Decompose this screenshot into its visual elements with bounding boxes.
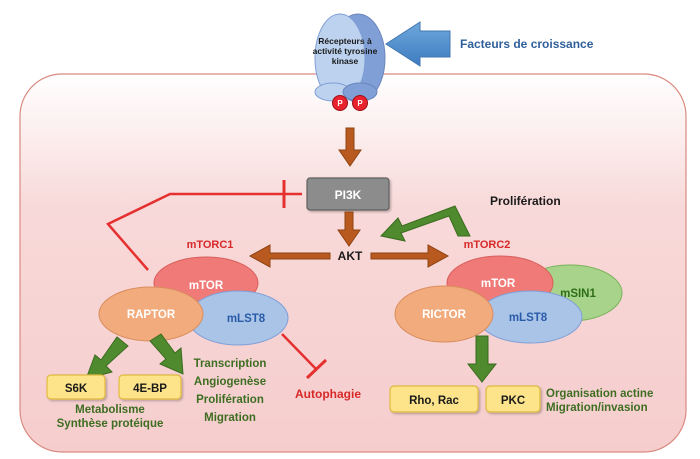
mtorc1-complex: mTORC1 mTOR mLST8 RAPTOR <box>98 239 289 346</box>
transcription-line1: Transcription <box>194 358 267 370</box>
transcription-line4: Migration <box>204 412 256 424</box>
receptor-label-line3: kinase <box>332 56 359 66</box>
s6k-box <box>46 374 106 400</box>
growth-factors-label: Facteurs de croissance <box>460 37 594 51</box>
msin1-label: mSIN1 <box>560 288 596 300</box>
receptor-to-pi3k-arrow <box>338 127 362 167</box>
rho-rac-box <box>389 385 479 413</box>
actin-line2: Migration/invasion <box>546 402 648 414</box>
phospho-label-left: P <box>337 99 343 108</box>
pi3k-label: PI3K <box>335 188 362 202</box>
rho-rac-label: Rho, Rac <box>409 395 459 407</box>
mtorc2-mtor-label: mTOR <box>481 278 516 290</box>
mtorc1-mlst8-label: mLST8 <box>227 313 266 325</box>
metabolism-line2: Synthèse protéique <box>57 418 164 430</box>
metabolism-line1: Metabolisme <box>75 404 145 416</box>
receptor-group: P P Récepteurs à activité tyrosine kinas… <box>313 13 386 111</box>
mtorc2-title: mTORC2 <box>464 239 511 251</box>
phospho-site-right <box>352 95 368 111</box>
4ebp-label: 4E-BP <box>133 383 167 395</box>
transcription-line3: Prolifération <box>196 394 264 406</box>
autophagy-label: Autophagie <box>295 387 361 401</box>
mtorc1-mtor-label: mTOR <box>189 280 224 292</box>
mtorc2-mlst8-label: mLST8 <box>509 312 548 324</box>
akt-to-mtorc1-arrow <box>248 244 331 268</box>
pi3k-box <box>306 177 390 211</box>
akt-label: AKT <box>338 249 363 263</box>
mtorc1-title: mTORC1 <box>187 239 234 251</box>
pkc-label: PKC <box>501 395 525 407</box>
mtorc2-to-effectors-arrow <box>466 335 498 383</box>
transcription-line2: Angiogenèse <box>194 376 266 388</box>
rictor-label: RICTOR <box>422 309 467 321</box>
rictor-ellipse <box>394 285 494 343</box>
akt-to-mtorc2-arrow <box>370 244 450 268</box>
phospho-label-right: P <box>357 99 363 108</box>
growth-factor-arrow <box>385 21 451 67</box>
pi3k-to-akt-arrow <box>337 211 361 247</box>
raptor-label: RAPTOR <box>127 309 176 321</box>
mtorc1-inhibits-autophagy-line <box>281 333 317 370</box>
receptor-label-line1: Récepteurs à <box>318 36 372 46</box>
raptor-to-4ebp-arrow <box>149 333 184 375</box>
actin-line1: Organisation actine <box>546 388 653 400</box>
autophagy-inhibition-bar <box>305 358 328 380</box>
phospho-site-left <box>332 95 348 111</box>
proliferation-top-label: Prolifération <box>490 194 561 208</box>
4ebp-box <box>118 374 182 400</box>
pkc-box <box>485 385 541 413</box>
receptor-label-line2: activité tyrosine <box>313 46 378 56</box>
s6k-label: S6K <box>65 383 88 395</box>
mtorc2-complex: mTORC2 mSIN1 mTOR mLST8 RICTOR <box>394 239 623 344</box>
mtorc1-inhibits-pi3k-line <box>105 192 302 271</box>
mtorc2-to-akt-feedback-arrow <box>380 205 471 242</box>
